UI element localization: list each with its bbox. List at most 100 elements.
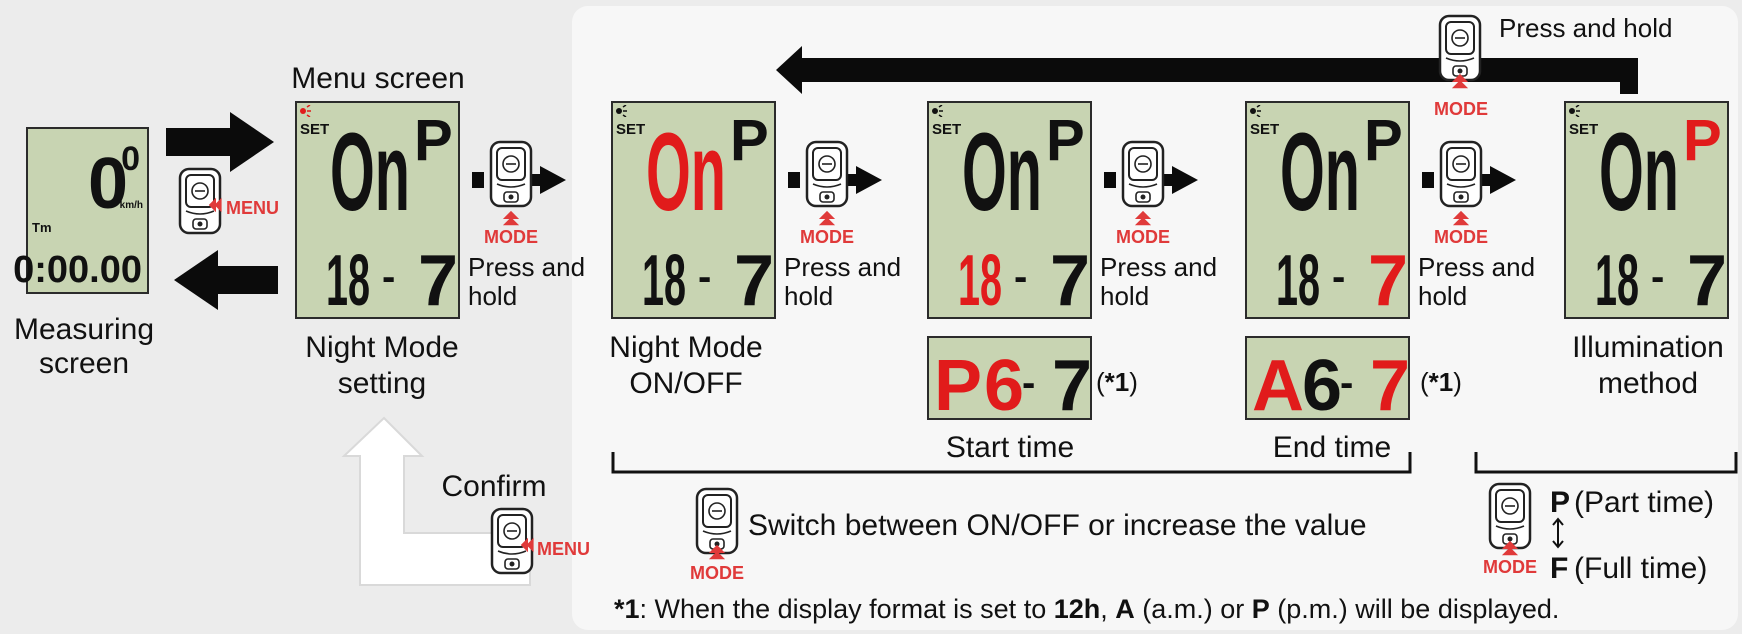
mode-button-label: MODE [1483,557,1537,577]
hold-text: hold [1100,281,1149,311]
set-label: SET [616,121,645,138]
hour-text: 18 [326,241,370,321]
footnote-t1: : When the display format is set to [640,594,1054,624]
night-mode-onoff-label-2: ON/OFF [629,367,742,400]
am-letter: A [1252,346,1304,426]
illumination-legend: MODE P (Part time) F (Full time) [1483,482,1714,585]
set-label: SET [932,121,961,138]
dash-text: - [1651,255,1664,299]
p-text: P [730,108,769,173]
end-time-12h-lcd: A 6 - 7 [1245,336,1410,426]
cycle-computer-icon: MENU [490,507,590,575]
alt-hour-digit: 6 [984,346,1024,426]
cycle-computer-icon [1488,482,1532,550]
on-text: On [1599,111,1679,234]
note-paren-close: ) [1129,367,1138,397]
dash-text: - [1014,255,1027,299]
hold-text: hold [1418,281,1467,311]
measuring-speed-decimal: 0 [121,140,140,178]
mode-button-label: MODE [800,227,854,247]
arrow-left-icon [776,46,1638,94]
tm-label: Tm [32,220,52,235]
p-desc: (Part time) [1574,486,1714,519]
p-text: P [1683,108,1722,173]
note-paren-open: ( [1420,367,1429,397]
dash-text: - [1332,255,1345,299]
press-and-text: Press and [468,252,585,282]
minute-text: 7 [1368,241,1408,321]
note-marker-2: (*1) [1420,367,1462,397]
night-mode-onoff-lcd: SET On P 18 - 7 [611,101,776,321]
mode-button-label: MODE [690,563,744,583]
hour-text: 18 [958,241,1002,321]
cycle-computer-icon [695,487,739,555]
set-label: SET [1569,121,1598,138]
pm-letter: P [934,346,982,426]
note-mark-text: *1 [1429,367,1454,397]
hour-text: 18 [642,241,686,321]
menu-screen-lcd: SET On P 18 - 7 [295,101,460,321]
footnote-t3: (a.m.) or [1135,594,1252,624]
set-label: SET [1250,121,1279,138]
dash-text: - [382,255,395,299]
note-marker-1: (*1) [1096,367,1138,397]
arrow-right-icon [528,166,566,194]
mode-button-label: MODE [1116,227,1170,247]
dash-text: - [1022,361,1035,405]
set-label: SET [300,121,329,138]
p-letter: P [1550,486,1570,519]
press-and-text: Press and [1100,252,1217,282]
end-time-label: End time [1273,431,1391,464]
alt-minute: 7 [1052,346,1092,426]
menu-screen-label: Menu screen [291,62,464,95]
night-mode-onoff-label: Night Mode [609,331,762,364]
menu-button-label-2: MENU [537,539,590,559]
illumination-method-lcd: SET On P 18 - 7 [1564,101,1729,321]
footnote-t2: , [1100,594,1115,624]
footnote-mark: *1 [614,594,640,624]
alt-minute: 7 [1370,346,1410,426]
on-text: On [330,111,410,234]
press-and-text: Press and [1418,252,1535,282]
footnote-12h: 12h [1054,594,1101,624]
speed-unit: km/h [120,200,143,211]
arrow-left-icon [174,250,278,310]
arrow-right-icon [1478,166,1516,194]
cycle-computer-icon: MENU [178,167,279,235]
alt-hour-digit: 6 [1302,346,1342,426]
f-desc: (Full time) [1574,552,1707,585]
mode-press-connector-2: MODE Press and hold [784,140,901,311]
minute-text: 7 [1687,241,1727,321]
night-mode-setting-label-2: setting [338,367,426,400]
hold-text: hold [784,281,833,311]
p-text: P [414,108,453,173]
footnote-t4: (p.m.) will be displayed. [1270,594,1560,624]
on-text: On [962,111,1042,234]
measuring-time: 0:00.00 [13,249,142,291]
hour-text: 18 [1595,241,1639,321]
measuring-screen-label-2: screen [39,347,129,380]
measuring-screen-lcd: 0 0 km/h Tm 0:00.00 [13,127,149,294]
footnote-p: P [1252,594,1270,624]
press-and-text: Press and [784,252,901,282]
hour-text: 18 [1276,241,1320,321]
p-text: P [1364,108,1403,173]
measuring-screen-label: Measuring [14,313,154,346]
switch-text: Switch between ON/OFF or increase the va… [748,509,1367,542]
arrow-right-icon [166,112,274,172]
mode-press-connector-4: MODE Press and hold [1418,140,1535,311]
arrow-right-icon [1160,166,1198,194]
footnote: *1: When the display format is set to 12… [614,594,1559,624]
mode-button-label: MODE [1434,227,1488,247]
confirm-label: Confirm [441,470,546,503]
dash-text: - [1340,361,1353,405]
note-paren-open: ( [1096,367,1105,397]
p-text: P [1046,108,1085,173]
night-mode-setting-label: Night Mode [305,331,458,364]
hold-text: hold [468,281,517,311]
footnote-a: A [1115,594,1135,624]
bracket-illumination [1474,452,1738,474]
illumination-method-label-2: method [1598,367,1698,400]
on-text: On [646,111,726,234]
